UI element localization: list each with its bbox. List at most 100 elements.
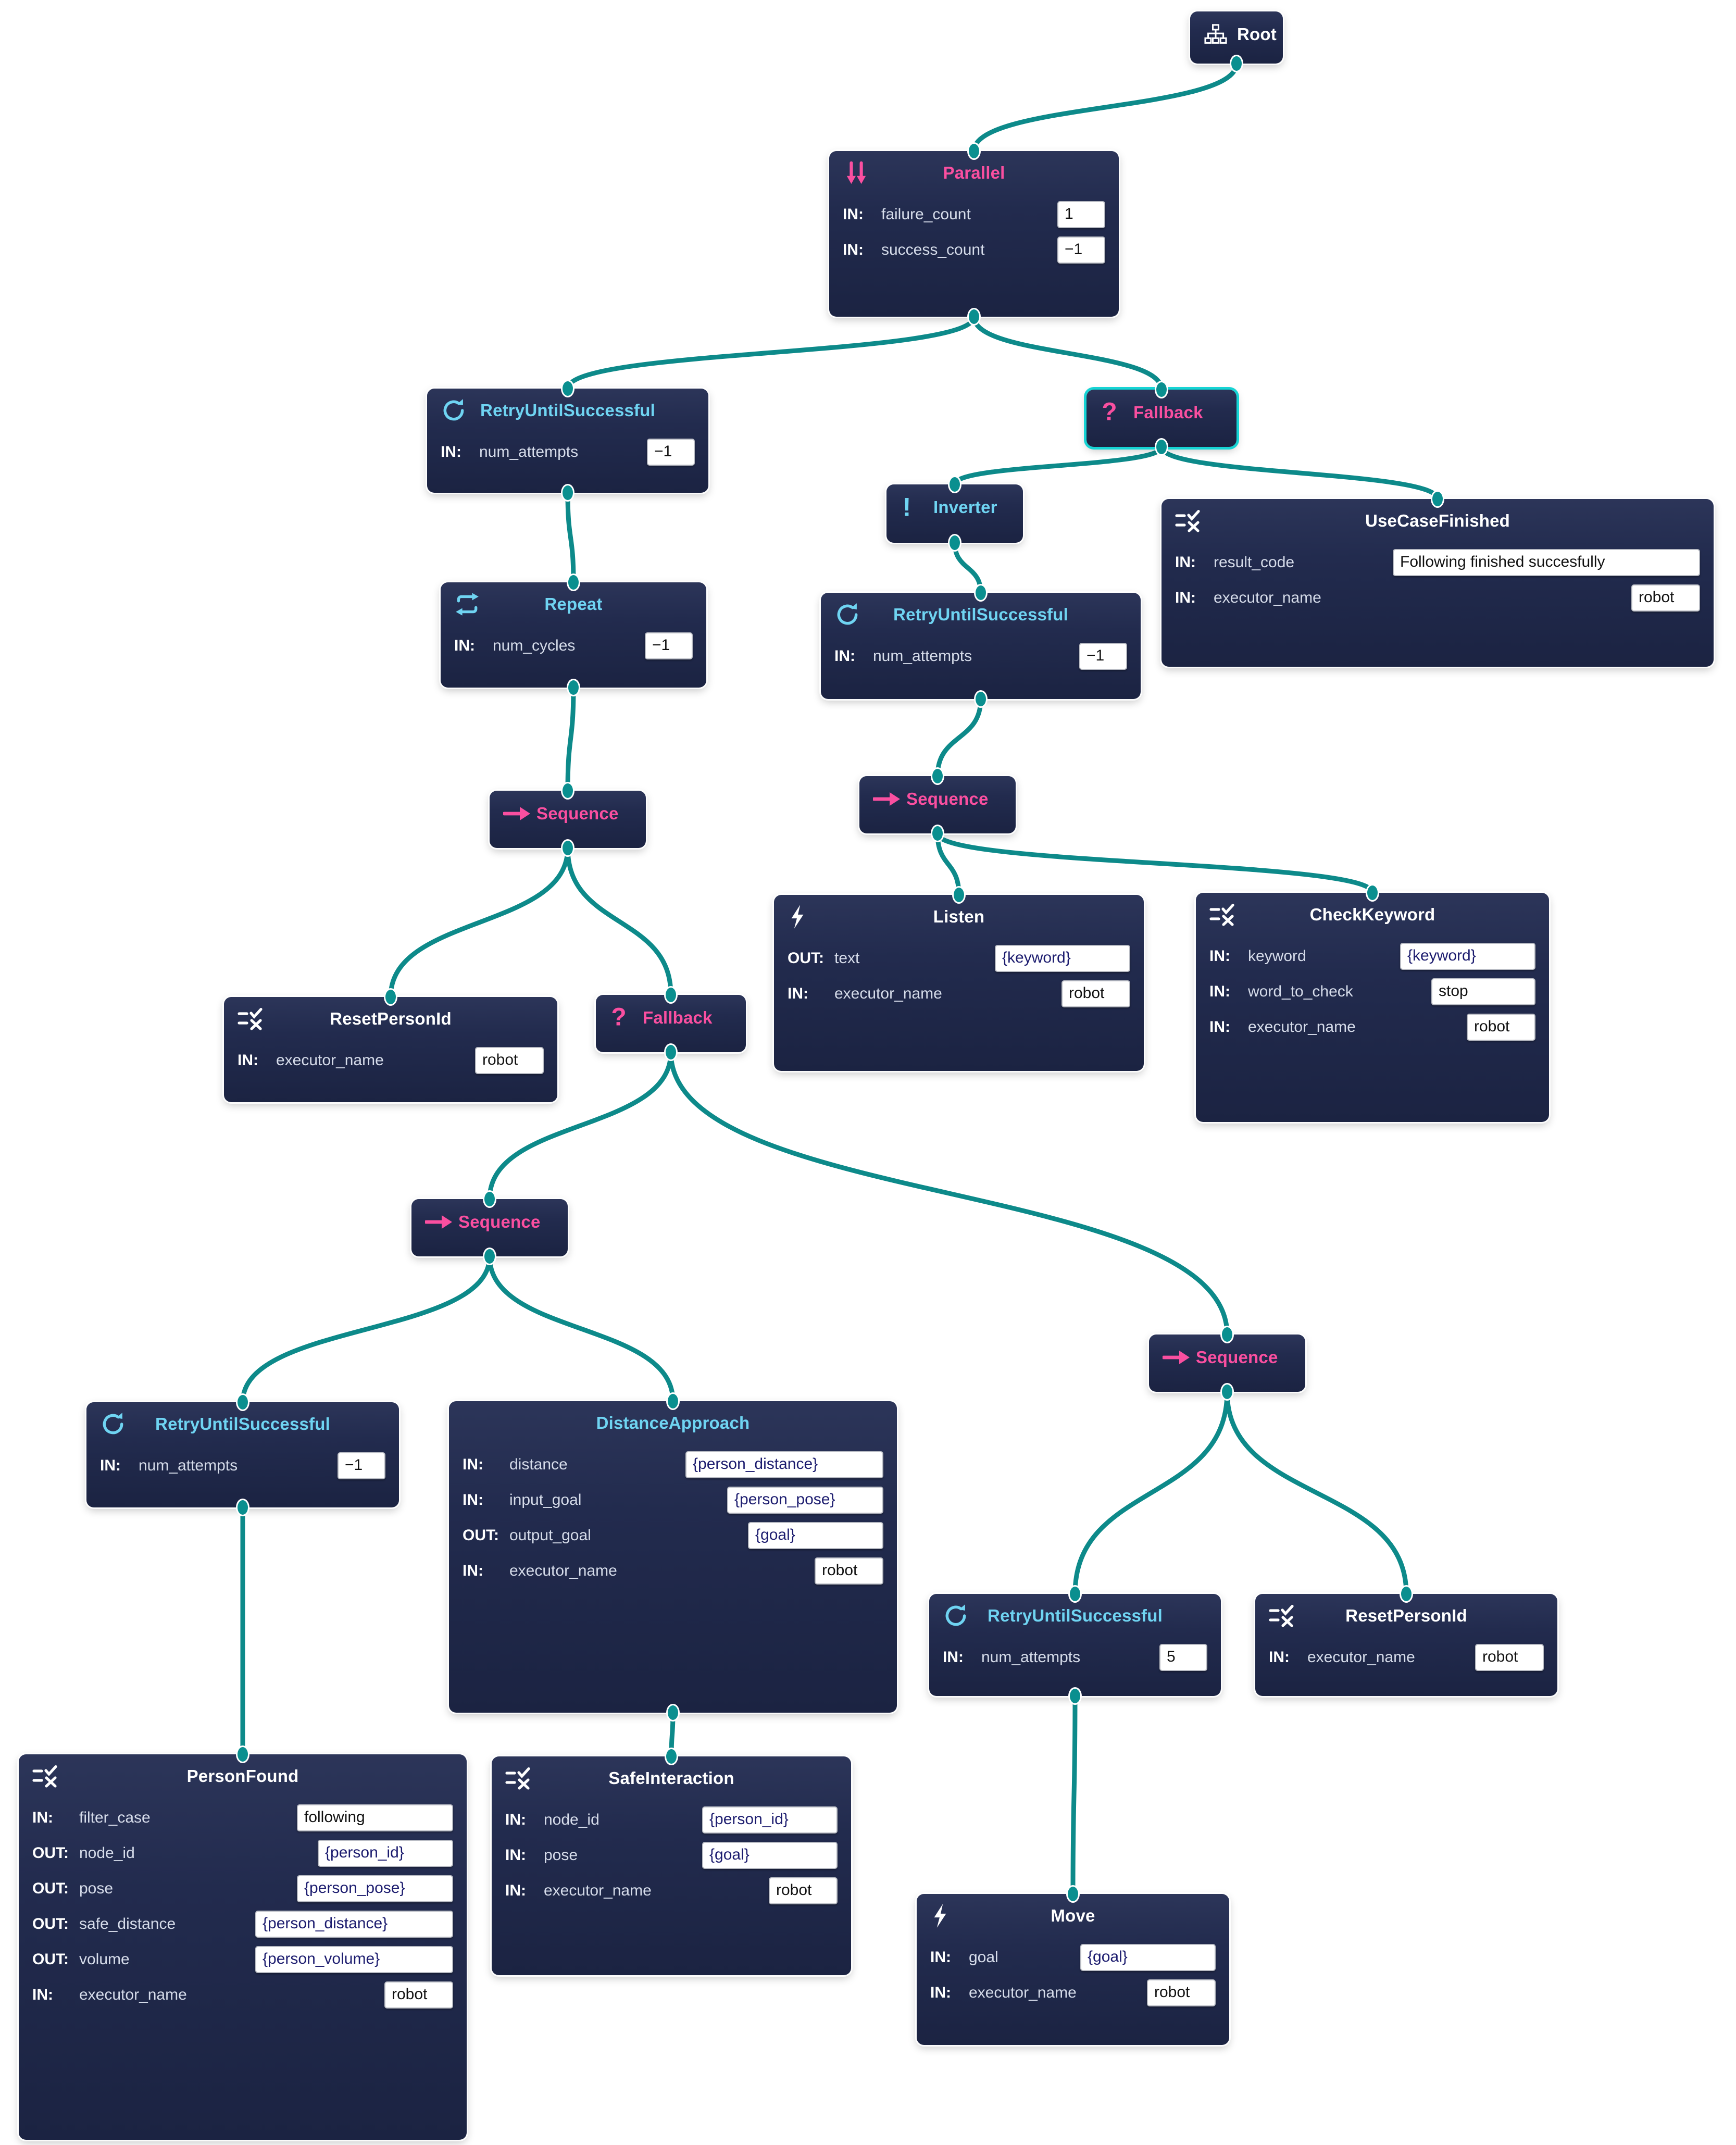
- input-port-retry2[interactable]: [974, 584, 988, 602]
- port-value-input[interactable]: {keyword}: [995, 945, 1130, 972]
- port-value-input[interactable]: robot: [1631, 584, 1700, 612]
- port-key: num_attempts: [873, 647, 972, 665]
- port-value-input[interactable]: robot: [1061, 980, 1130, 1007]
- port-direction: IN:: [943, 1649, 964, 1666]
- output-port-sequence3[interactable]: [483, 1248, 496, 1265]
- output-port-root[interactable]: [1230, 55, 1243, 72]
- input-port-fallback1[interactable]: [1155, 381, 1168, 398]
- input-port-retry4[interactable]: [1068, 1585, 1082, 1603]
- output-port-distanceapproach[interactable]: [666, 1704, 680, 1722]
- input-port-repeat[interactable]: [567, 573, 580, 591]
- port-value-input[interactable]: {person_volume}: [255, 1946, 453, 1973]
- input-port-safeinteraction[interactable]: [665, 1748, 678, 1765]
- port-value-input[interactable]: robot: [769, 1877, 838, 1904]
- bt-node-sequence1[interactable]: Sequence: [490, 791, 646, 848]
- port-value-input[interactable]: Following finished succesfully: [1393, 549, 1700, 576]
- port-direction: IN:: [930, 1984, 951, 2001]
- port-value-input[interactable]: robot: [1475, 1644, 1544, 1671]
- port-value-input[interactable]: robot: [384, 1981, 453, 2009]
- input-port-sequence3[interactable]: [483, 1190, 496, 1208]
- port-value-input[interactable]: {person_distance}: [255, 1911, 453, 1938]
- port-value-input[interactable]: 5: [1159, 1644, 1207, 1671]
- port-value-input[interactable]: robot: [475, 1047, 544, 1074]
- port-value-input[interactable]: {person_distance}: [685, 1451, 883, 1478]
- output-port-parallel[interactable]: [967, 308, 981, 326]
- output-port-sequence4[interactable]: [1220, 1383, 1234, 1401]
- bt-node-sequence2[interactable]: Sequence: [859, 776, 1016, 833]
- input-port-checkkeyword[interactable]: [1366, 884, 1379, 902]
- port-value-input[interactable]: {goal}: [1080, 1944, 1216, 1971]
- input-port-retry1[interactable]: [561, 380, 574, 397]
- bt-node-inverter[interactable]: !Inverter: [886, 484, 1023, 543]
- input-port-sequence4[interactable]: [1220, 1326, 1234, 1343]
- output-port-fallback2[interactable]: [664, 1043, 678, 1061]
- port-value-input[interactable]: {person_pose}: [297, 1875, 453, 1902]
- port-value-input[interactable]: −1: [647, 439, 695, 466]
- port-value-input[interactable]: {keyword}: [1400, 943, 1535, 970]
- port-value-input[interactable]: {person_id}: [318, 1840, 453, 1867]
- port-value-input[interactable]: stop: [1431, 978, 1535, 1005]
- input-port-listen[interactable]: [952, 886, 966, 904]
- port-value-input[interactable]: robot: [815, 1557, 883, 1585]
- input-port-move[interactable]: [1066, 1885, 1080, 1903]
- output-port-retry4[interactable]: [1068, 1687, 1082, 1705]
- input-port-resetpersonid2[interactable]: [1400, 1585, 1413, 1603]
- input-port-distanceapproach[interactable]: [666, 1392, 680, 1410]
- input-port-inverter[interactable]: [948, 476, 961, 493]
- node-title: Parallel: [943, 163, 1005, 182]
- port-value-input[interactable]: following: [297, 1804, 453, 1831]
- port-value-input[interactable]: −1: [338, 1452, 385, 1479]
- port-value-input[interactable]: −1: [1057, 236, 1105, 264]
- output-port-sequence2[interactable]: [931, 825, 944, 842]
- output-port-repeat[interactable]: [567, 679, 580, 696]
- bt-node-fallback2[interactable]: ?Fallback: [596, 995, 746, 1052]
- input-port-usecasefinished[interactable]: [1431, 490, 1444, 508]
- port-value-input[interactable]: {person_id}: [702, 1806, 838, 1834]
- port-value-input[interactable]: {goal}: [748, 1522, 883, 1549]
- port-value-input[interactable]: −1: [645, 632, 693, 659]
- bt-node-sequence4[interactable]: Sequence: [1149, 1335, 1305, 1392]
- port-value-input[interactable]: robot: [1147, 1979, 1216, 2006]
- input-port-resetpersonid1[interactable]: [384, 988, 397, 1006]
- output-port-inverter[interactable]: [948, 534, 961, 552]
- output-port-retry2[interactable]: [974, 690, 988, 708]
- input-port-parallel[interactable]: [967, 142, 981, 160]
- retry-icon: [834, 601, 865, 628]
- port-value-input[interactable]: −1: [1079, 643, 1127, 670]
- output-port-sequence1[interactable]: [561, 839, 574, 857]
- input-port-personfound[interactable]: [236, 1745, 249, 1763]
- output-port-retry3[interactable]: [236, 1499, 249, 1516]
- node-header: ?Fallback: [1086, 390, 1237, 435]
- bt-node-fallback1[interactable]: ?Fallback: [1086, 390, 1237, 447]
- retry-icon: [441, 397, 471, 424]
- bt-node-sequence3[interactable]: Sequence: [411, 1199, 568, 1256]
- input-port-sequence2[interactable]: [931, 767, 944, 785]
- input-port-fallback2[interactable]: [664, 986, 678, 1004]
- port-value-input[interactable]: {person_pose}: [727, 1487, 883, 1514]
- port-value-input[interactable]: {goal}: [702, 1842, 838, 1869]
- port-value-input[interactable]: robot: [1467, 1014, 1535, 1041]
- output-port-retry1[interactable]: [561, 484, 574, 502]
- port-value-input[interactable]: 1: [1057, 201, 1105, 228]
- input-port-retry3[interactable]: [236, 1393, 249, 1411]
- title-spacer: [1670, 507, 1700, 534]
- input-port-sequence1[interactable]: [561, 782, 574, 800]
- output-port-fallback1[interactable]: [1155, 438, 1168, 456]
